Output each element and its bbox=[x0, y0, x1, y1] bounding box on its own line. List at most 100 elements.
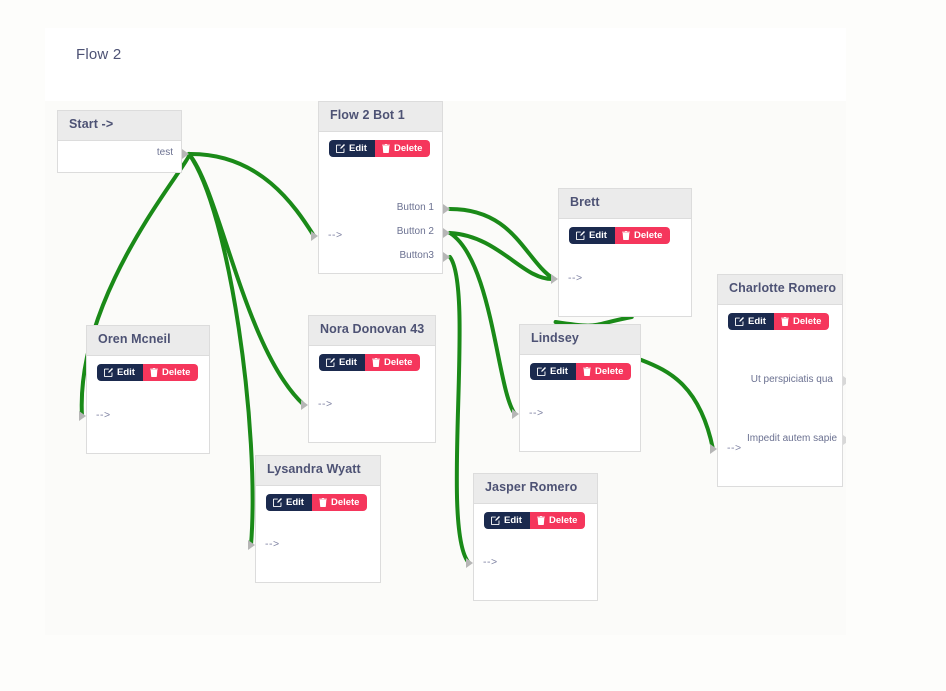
flow-node-nora[interactable]: Nora Donovan 43 Edit Delete bbox=[308, 315, 436, 443]
edge-flow2bot1Button2-to-lindseyin bbox=[448, 231, 517, 416]
delete-button-lindsey[interactable]: Delete bbox=[575, 362, 632, 381]
node-body-nora: Edit Delete bbox=[309, 346, 435, 441]
edit-button-label: Edit bbox=[589, 229, 607, 241]
node-title-flow2bot1: Flow 2 Bot 1 bbox=[319, 102, 442, 132]
edge-lindseyright-to-charlottein bbox=[639, 357, 715, 451]
edit-button-brett[interactable]: Edit bbox=[569, 226, 615, 245]
delete-button-label: Delete bbox=[633, 229, 663, 241]
delete-button-lysandra[interactable]: Delete bbox=[311, 493, 368, 512]
pencil-square-icon bbox=[735, 317, 744, 326]
input-port-jasper[interactable]: --> bbox=[483, 556, 498, 568]
output-port-flow2bot1-2[interactable]: Button3 bbox=[399, 250, 434, 261]
node-actions-lindsey: Edit Delete bbox=[520, 362, 632, 381]
edge-flow2bot1Button2-to-brettin bbox=[448, 231, 556, 282]
edit-button-nora[interactable]: Edit bbox=[319, 353, 365, 372]
output-port-marker-flow2bot1-2 bbox=[443, 252, 450, 262]
pencil-square-icon bbox=[104, 368, 113, 377]
edit-button-lindsey[interactable]: Edit bbox=[530, 362, 576, 381]
trash-icon bbox=[319, 498, 327, 507]
pencil-square-icon bbox=[537, 367, 546, 376]
input-port-marker-oren bbox=[79, 411, 86, 421]
input-port-marker-lindsey bbox=[512, 409, 519, 419]
pencil-square-icon bbox=[576, 231, 585, 240]
delete-button-label: Delete bbox=[548, 514, 578, 526]
node-title-charlotte: Charlotte Romero bbox=[718, 275, 842, 305]
delete-button-label: Delete bbox=[383, 356, 413, 368]
edit-button-label: Edit bbox=[550, 365, 568, 377]
delete-button-charlotte[interactable]: Delete bbox=[773, 312, 830, 331]
edit-button-jasper[interactable]: Edit bbox=[484, 511, 530, 530]
output-port-marker-charlotte-1 bbox=[843, 435, 846, 445]
trash-icon bbox=[537, 516, 545, 525]
node-actions-nora: Edit Delete bbox=[309, 353, 421, 372]
output-port-charlotte-1[interactable]: Impedit autem sapie bbox=[747, 433, 838, 444]
input-port-marker-jasper bbox=[466, 558, 473, 568]
trash-icon bbox=[150, 368, 158, 377]
node-title-start: Start -> bbox=[58, 111, 181, 141]
page-header-card: Flow 2 bbox=[45, 28, 846, 101]
flow-node-start[interactable]: Start -> bbox=[57, 110, 182, 173]
delete-button-label: Delete bbox=[330, 496, 360, 508]
node-actions-jasper: Edit Delete bbox=[474, 511, 586, 530]
delete-button-jasper[interactable]: Delete bbox=[529, 511, 586, 530]
input-port-marker-flow2bot1 bbox=[311, 231, 318, 241]
delete-button-label: Delete bbox=[594, 365, 624, 377]
node-body-jasper: Edit Delete bbox=[474, 504, 597, 599]
output-port-flow2bot1-0[interactable]: Button 1 bbox=[396, 202, 434, 213]
input-port-marker-nora bbox=[301, 400, 308, 410]
edit-button-label: Edit bbox=[349, 142, 367, 154]
trash-icon bbox=[622, 231, 630, 240]
output-port-start-test[interactable]: test bbox=[156, 147, 173, 158]
edge-flow2bot1Button1-to-brettin bbox=[448, 207, 556, 281]
edit-button-label: Edit bbox=[339, 356, 357, 368]
delete-button-oren[interactable]: Delete bbox=[142, 363, 199, 382]
node-actions-lysandra: Edit Delete bbox=[256, 493, 368, 512]
edit-button-lysandra[interactable]: Edit bbox=[266, 493, 312, 512]
input-port-flow2bot1[interactable]: --> bbox=[328, 229, 343, 241]
delete-button-brett[interactable]: Delete bbox=[614, 226, 671, 245]
input-port-lysandra[interactable]: --> bbox=[265, 538, 280, 550]
input-port-oren[interactable]: --> bbox=[96, 409, 111, 421]
edit-button-oren[interactable]: Edit bbox=[97, 363, 143, 382]
pencil-square-icon bbox=[491, 516, 500, 525]
input-port-brett[interactable]: --> bbox=[568, 272, 583, 284]
node-body-lysandra: Edit Delete bbox=[256, 486, 380, 581]
input-port-marker-brett bbox=[551, 274, 558, 284]
input-port-marker-charlotte bbox=[710, 444, 717, 454]
trash-icon bbox=[382, 144, 390, 153]
delete-button-nora[interactable]: Delete bbox=[364, 353, 421, 372]
trash-icon bbox=[781, 317, 789, 326]
edit-button-label: Edit bbox=[286, 496, 304, 508]
flow-node-flow2bot1[interactable]: Flow 2 Bot 1 Edit Delete bbox=[318, 101, 443, 274]
output-port-charlotte-0[interactable]: Ut perspiciatis qua bbox=[750, 374, 833, 385]
edit-button-flow2bot1[interactable]: Edit bbox=[329, 139, 375, 158]
output-port-flow2bot1-1[interactable]: Button 2 bbox=[396, 226, 434, 237]
node-body-flow2bot1: Edit Delete bbox=[319, 132, 442, 272]
node-title-lysandra: Lysandra Wyatt bbox=[256, 456, 380, 486]
delete-button-label: Delete bbox=[792, 315, 822, 327]
pencil-square-icon bbox=[273, 498, 282, 507]
node-title-lindsey: Lindsey bbox=[520, 325, 640, 355]
pencil-square-icon bbox=[326, 358, 335, 367]
page-title: Flow 2 bbox=[76, 46, 122, 63]
input-port-charlotte[interactable]: --> bbox=[727, 442, 742, 454]
delete-button-flow2bot1[interactable]: Delete bbox=[374, 139, 431, 158]
trash-icon bbox=[583, 367, 591, 376]
edit-button-charlotte[interactable]: Edit bbox=[728, 312, 774, 331]
node-title-nora: Nora Donovan 43 bbox=[309, 316, 435, 346]
output-port-marker-flow2bot1-1 bbox=[443, 228, 450, 238]
output-port-marker-flow2bot1-0 bbox=[443, 204, 450, 214]
input-port-lindsey[interactable]: --> bbox=[529, 407, 544, 419]
output-port-marker-start bbox=[182, 149, 189, 159]
input-port-nora[interactable]: --> bbox=[318, 398, 333, 410]
node-body-brett: Edit Delete bbox=[559, 219, 691, 315]
